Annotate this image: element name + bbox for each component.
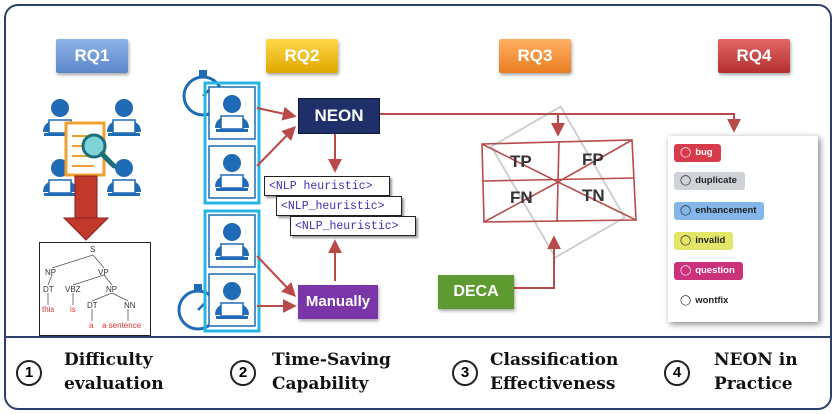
item-title-line2: Effectiveness [490, 374, 616, 394]
down-arrow-icon [62, 175, 110, 241]
tree-word: is [70, 305, 76, 314]
tree-node: DT [43, 285, 54, 294]
developer-box-bottom [203, 209, 261, 333]
mailing-list-stamp [489, 105, 627, 259]
parse-tree: S NP VP DT VBZ NP DT NN this is a a sent… [39, 242, 151, 336]
deca-box: DECA [438, 275, 514, 309]
item-title-line2: Practice [714, 374, 793, 394]
tag-icon: ◯ [680, 175, 692, 186]
github-label-text: invalid [695, 235, 726, 246]
tree-node: NP [45, 268, 57, 277]
tree-word: a sentence [102, 321, 142, 330]
tag-icon: ◯ [680, 235, 692, 246]
manually-box: Manually [298, 285, 378, 319]
matrix-fn: FN [510, 188, 533, 207]
nlp-heuristic-card: <NLP heuristic> [264, 176, 390, 196]
matrix-tp: TP [510, 152, 532, 171]
neon-box: NEON [298, 98, 380, 134]
number-circle: 1 [16, 360, 42, 386]
tag-icon: ◯ [680, 147, 692, 158]
github-label-wontfix: ◯wontfix [674, 292, 737, 310]
item-title-line2: Capability [272, 374, 369, 394]
rq2-badge: RQ2 [266, 39, 338, 73]
tree-node: DT [87, 301, 98, 310]
stopwatch-icon-bottom [177, 284, 219, 331]
section-divider [6, 336, 830, 338]
tree-node: S [90, 245, 96, 254]
tag-icon: ◯ [680, 205, 692, 216]
tree-node: NN [124, 301, 136, 310]
confusion-matrix-envelope [481, 139, 637, 223]
tag-icon: ◯ [680, 265, 692, 276]
github-label-enhancement: ◯enhancement [674, 202, 765, 220]
rq3-badge: RQ3 [499, 39, 571, 73]
github-label-duplicate: ◯duplicate [674, 172, 745, 190]
item-title-line1: Time-Saving [272, 350, 391, 370]
document-magnifier-icon [64, 121, 117, 177]
item-title-line2: evaluation [64, 374, 164, 394]
nlp-heuristic-card: <NLP_heuristic> [276, 196, 402, 216]
tree-word: a [89, 321, 94, 330]
matrix-fp: FP [582, 150, 604, 169]
tree-node: NP [106, 285, 118, 294]
github-label-invalid: ◯invalid [674, 232, 734, 250]
rq1-badge: RQ1 [56, 39, 128, 73]
rq4-badge: RQ4 [718, 39, 790, 73]
number-circle: 2 [230, 360, 256, 386]
tree-node: VP [98, 268, 109, 277]
tag-icon: ◯ [680, 295, 692, 306]
github-label-text: enhancement [695, 205, 757, 216]
github-label-question: ◯question [674, 262, 743, 280]
github-label-text: duplicate [695, 175, 737, 186]
github-labels-panel: ◯bug ◯duplicate ◯enhancement ◯invalid ◯q… [668, 136, 818, 322]
developer-box-top [203, 81, 261, 205]
parse-tree-lines [47, 254, 129, 321]
tree-node: VBZ [65, 285, 81, 294]
github-label-bug: ◯bug [674, 144, 721, 162]
tree-word: this [42, 305, 55, 314]
github-label-text: question [695, 265, 735, 276]
developer-icons [208, 86, 256, 327]
nlp-heuristic-card: <NLP_heuristic> [290, 216, 416, 236]
number-circle: 4 [664, 360, 690, 386]
figure-frame: RQ1 RQ2 RQ3 RQ4 [4, 4, 832, 410]
github-label-text: wontfix [695, 295, 729, 306]
matrix-tn: TN [582, 186, 605, 205]
item-title-line1: Classification [490, 350, 619, 370]
number-circle: 3 [452, 360, 478, 386]
item-title-line1: NEON in [714, 350, 798, 370]
flow-arrows [256, 106, 741, 313]
github-label-text: bug [695, 147, 713, 158]
item-title-line1: Difficulty [64, 350, 153, 370]
